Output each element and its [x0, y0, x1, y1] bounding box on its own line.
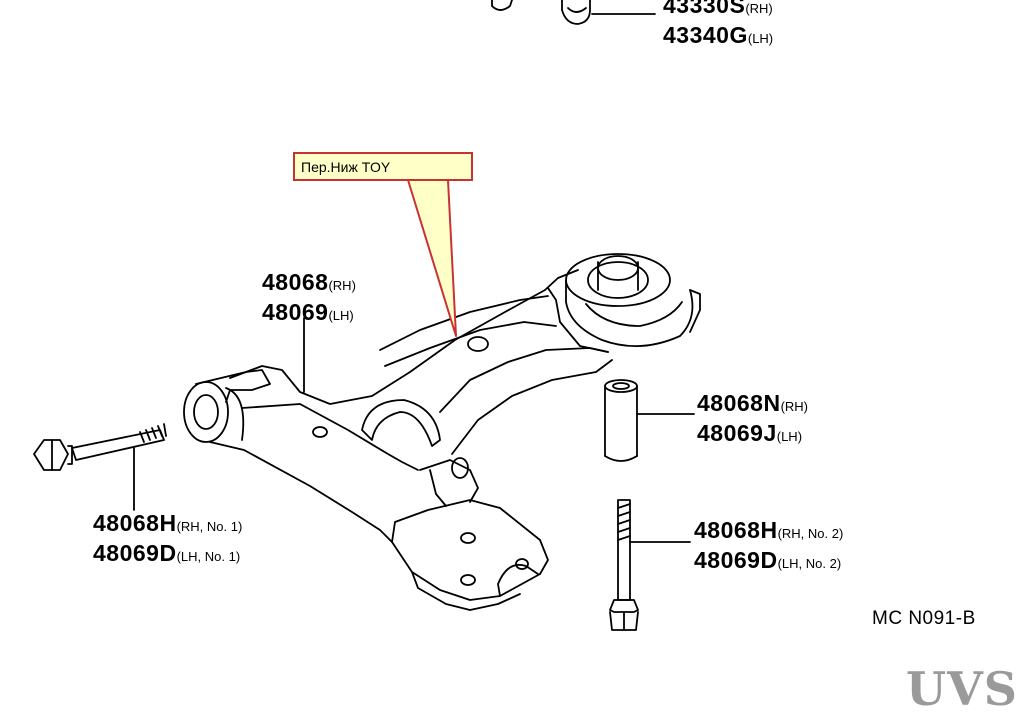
uvs-logo: UVS — [906, 662, 1019, 716]
part-number: 48068H — [93, 510, 177, 536]
part-number: 43340G — [663, 22, 748, 48]
part-side: (RH) — [780, 399, 809, 414]
part-side: (RH) — [745, 1, 773, 16]
diagram-code: MC N091-B — [872, 608, 976, 629]
part-number: 48068N — [697, 390, 781, 416]
part-side: (RH) — [328, 278, 356, 293]
callout-pointer — [407, 179, 457, 337]
part-side: (RH, No. 1) — [176, 519, 243, 534]
part-number: 48068 — [262, 269, 329, 295]
label-control-arm: 48068(RH) 48069(LH) — [262, 269, 356, 329]
part-number: 43330S — [663, 0, 746, 18]
bushing-sleeve — [604, 379, 695, 462]
part-number: 48069J — [697, 420, 777, 446]
label-bolt-no1: 48068H(RH, No. 1) 48069D(LH, No. 1) — [93, 510, 242, 570]
part-side: (LH) — [747, 31, 774, 46]
part-side: (LH, No. 1) — [176, 549, 241, 564]
part-number: 48069D — [694, 547, 778, 573]
part-side: (RH, No. 2) — [777, 526, 844, 541]
part-number: 48069 — [262, 299, 329, 325]
label-bushing: 48068N(RH) 48069J(LH) — [697, 390, 808, 450]
part-number: 48068H — [694, 517, 778, 543]
part-side: (LH) — [328, 308, 354, 323]
label-ball-joint: 43330S(RH) 43340G(LH) — [663, 0, 773, 52]
ball-joint-nuts — [491, 0, 656, 25]
bolt-no2 — [609, 499, 691, 631]
part-number: 48069D — [93, 540, 177, 566]
bolt-no1 — [33, 423, 167, 511]
callout-box: Пер.Ниж TOY — [293, 152, 473, 181]
callout-text: Пер.Ниж TOY — [301, 159, 391, 175]
part-side: (LH, No. 2) — [777, 556, 842, 571]
lower-control-arm — [183, 253, 701, 611]
part-side: (LH) — [776, 429, 803, 444]
label-bolt-no2: 48068H(RH, No. 2) 48069D(LH, No. 2) — [694, 517, 843, 577]
